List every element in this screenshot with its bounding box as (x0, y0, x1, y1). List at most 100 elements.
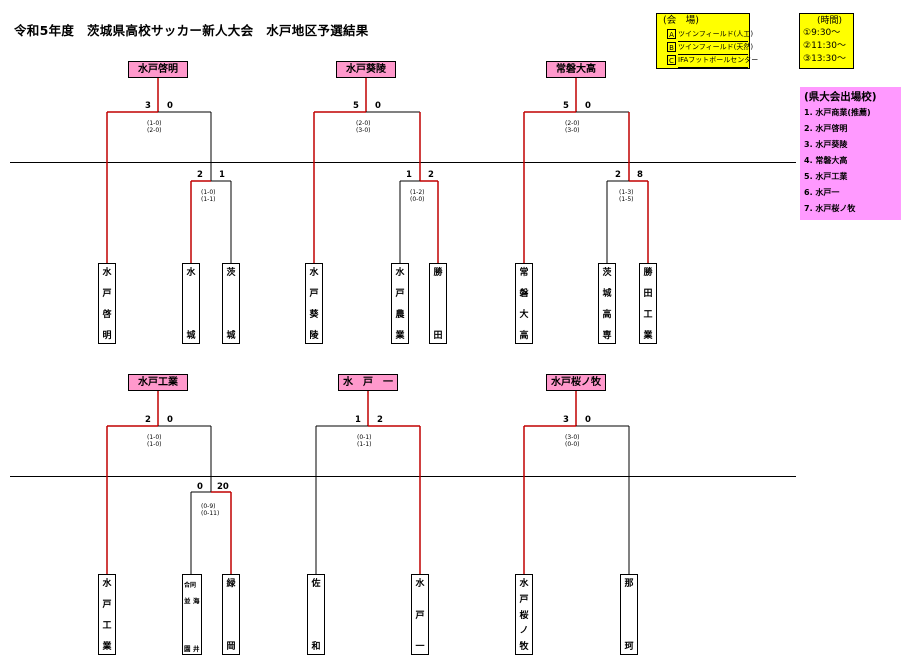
team-name-char: 城 (226, 331, 236, 341)
team-name-char: 那 (624, 579, 634, 589)
team-name-char: 工 (102, 621, 112, 631)
team-name-char: 大 (519, 310, 529, 320)
half-score: 0-9 (203, 503, 214, 510)
half-score: 0-11 (203, 510, 217, 517)
team-name-char: 戸 (519, 594, 529, 605)
half-score: 2-0 (567, 120, 578, 127)
team-name-char: 水 (102, 579, 112, 589)
qualified-item: 2. 水戸啓明 (804, 124, 848, 133)
score-left: 2 (615, 170, 621, 180)
team-name-char: 葵 (309, 310, 319, 320)
qualified-item: 5. 水戸工業 (804, 172, 848, 181)
bracket-block-5 (315, 390, 421, 574)
time-slot: ②11:30～ (803, 41, 847, 51)
half-score: 0-0 (412, 196, 423, 203)
venue-row-a: A ツインフィールド(人工) (657, 28, 753, 42)
score-detail: (1-1) (201, 196, 216, 203)
score-detail: (2-0) (565, 120, 580, 127)
bracket-block-2 (313, 77, 439, 263)
venue-row-b: B ツインフィールド(天然) (657, 41, 753, 55)
team-name-char: 戸 (102, 600, 112, 610)
team-name-char: 勝 (433, 268, 443, 278)
bracket-block-6 (523, 390, 630, 574)
qualified-item: 4. 常磐大高 (804, 156, 848, 165)
score-right: 2 (377, 415, 383, 425)
half-score: 1-0 (149, 120, 160, 127)
score-detail: (3-0) (356, 127, 371, 134)
score-right: 0 (375, 101, 381, 111)
score-right: 8 (637, 170, 643, 180)
team-box: 水戸農業 (391, 263, 409, 344)
team-box: 佐和 (307, 574, 325, 655)
score-left: 5 (353, 101, 359, 111)
venue-name: ツインフィールド(人工) (678, 28, 753, 42)
team-name-char: 緑 (226, 579, 236, 589)
team-name-char: 陵 (309, 331, 319, 341)
score-detail: (1-3) (619, 189, 634, 196)
bracket-block-3 (523, 77, 649, 263)
half-score: 1-3 (621, 189, 632, 196)
time-slot: ③13:30～ (803, 54, 847, 64)
team-box: 常磐大高 (515, 263, 533, 344)
score-detail: (1-5) (619, 196, 634, 203)
team-name-char: 田 (643, 289, 653, 299)
venue-row-c: C IFAフットボールセンター (657, 54, 758, 68)
team-name-char: 田 (433, 331, 443, 341)
score-detail: (3-0) (565, 434, 580, 441)
score-detail: (2-0) (356, 120, 371, 127)
team-name-char: 水 (102, 268, 112, 278)
joint-label: 合同 (184, 582, 197, 589)
venue-code: B (667, 42, 676, 52)
score-right: 0 (167, 101, 173, 111)
team-name-char: 水 (395, 268, 405, 278)
venue-code: C (667, 55, 676, 65)
venue-code: A (667, 29, 676, 39)
time-legend: (時間) ①9:30～ ②11:30～ ③13:30～ (799, 13, 854, 69)
team-name-char: 業 (395, 331, 405, 341)
score-detail: (3-0) (565, 127, 580, 134)
half-score: 2-0 (149, 127, 160, 134)
team-name-char: 戸 (102, 289, 112, 299)
score-detail: (0-11) (201, 510, 220, 517)
time-header: (時間) (817, 16, 843, 26)
score-right: 0 (585, 415, 591, 425)
team-name-char: 戸 (415, 610, 425, 621)
team-name-char: 牧 (519, 642, 529, 652)
team-name-char: 水 (186, 268, 196, 278)
half-score: 1-0 (203, 189, 214, 196)
venue-legend: (会 場) A ツインフィールド(人工) B ツインフィールド(天然) C IF… (656, 13, 758, 69)
score-detail: (0-9) (201, 503, 216, 510)
winner-box: 水戸啓明 (128, 61, 188, 78)
venue-name: IFAフットボールセンター (678, 54, 758, 68)
team-box: 水戸葵陵 (305, 263, 323, 344)
half-score: 3-0 (358, 127, 369, 134)
half-score: 1-5 (621, 196, 632, 203)
score-left: 5 (563, 101, 569, 111)
score-detail: (0-0) (410, 196, 425, 203)
score-left: 2 (197, 170, 203, 180)
score-left: 0 (197, 482, 203, 492)
qualified-item: 1. 水戸商業(推薦) (804, 108, 871, 117)
team-name-char: 高 (519, 331, 529, 341)
team-name-char: 水 (415, 579, 425, 589)
score-left: 1 (355, 415, 361, 425)
qualified-header: (県大会出場校) (804, 91, 877, 103)
team-name-char: 水 (309, 268, 319, 278)
team-name-char: 工 (643, 310, 653, 320)
score-left: 1 (406, 170, 412, 180)
section-divider (10, 476, 796, 477)
team-name-char: 専 (602, 331, 612, 341)
venue-header: (会 場) (663, 15, 699, 26)
joint-school: 園 (184, 645, 191, 653)
score-right: 2 (428, 170, 434, 180)
score-detail: (1-0) (147, 120, 162, 127)
team-name-char: 勝 (643, 268, 653, 278)
section-divider (10, 162, 796, 163)
half-score: 1-2 (412, 189, 423, 196)
score-left: 3 (145, 101, 151, 111)
half-score: 3-0 (567, 434, 578, 441)
joint-school: 海 (193, 597, 200, 605)
team-box: 那珂 (620, 574, 638, 655)
team-name-char: 和 (311, 642, 321, 652)
